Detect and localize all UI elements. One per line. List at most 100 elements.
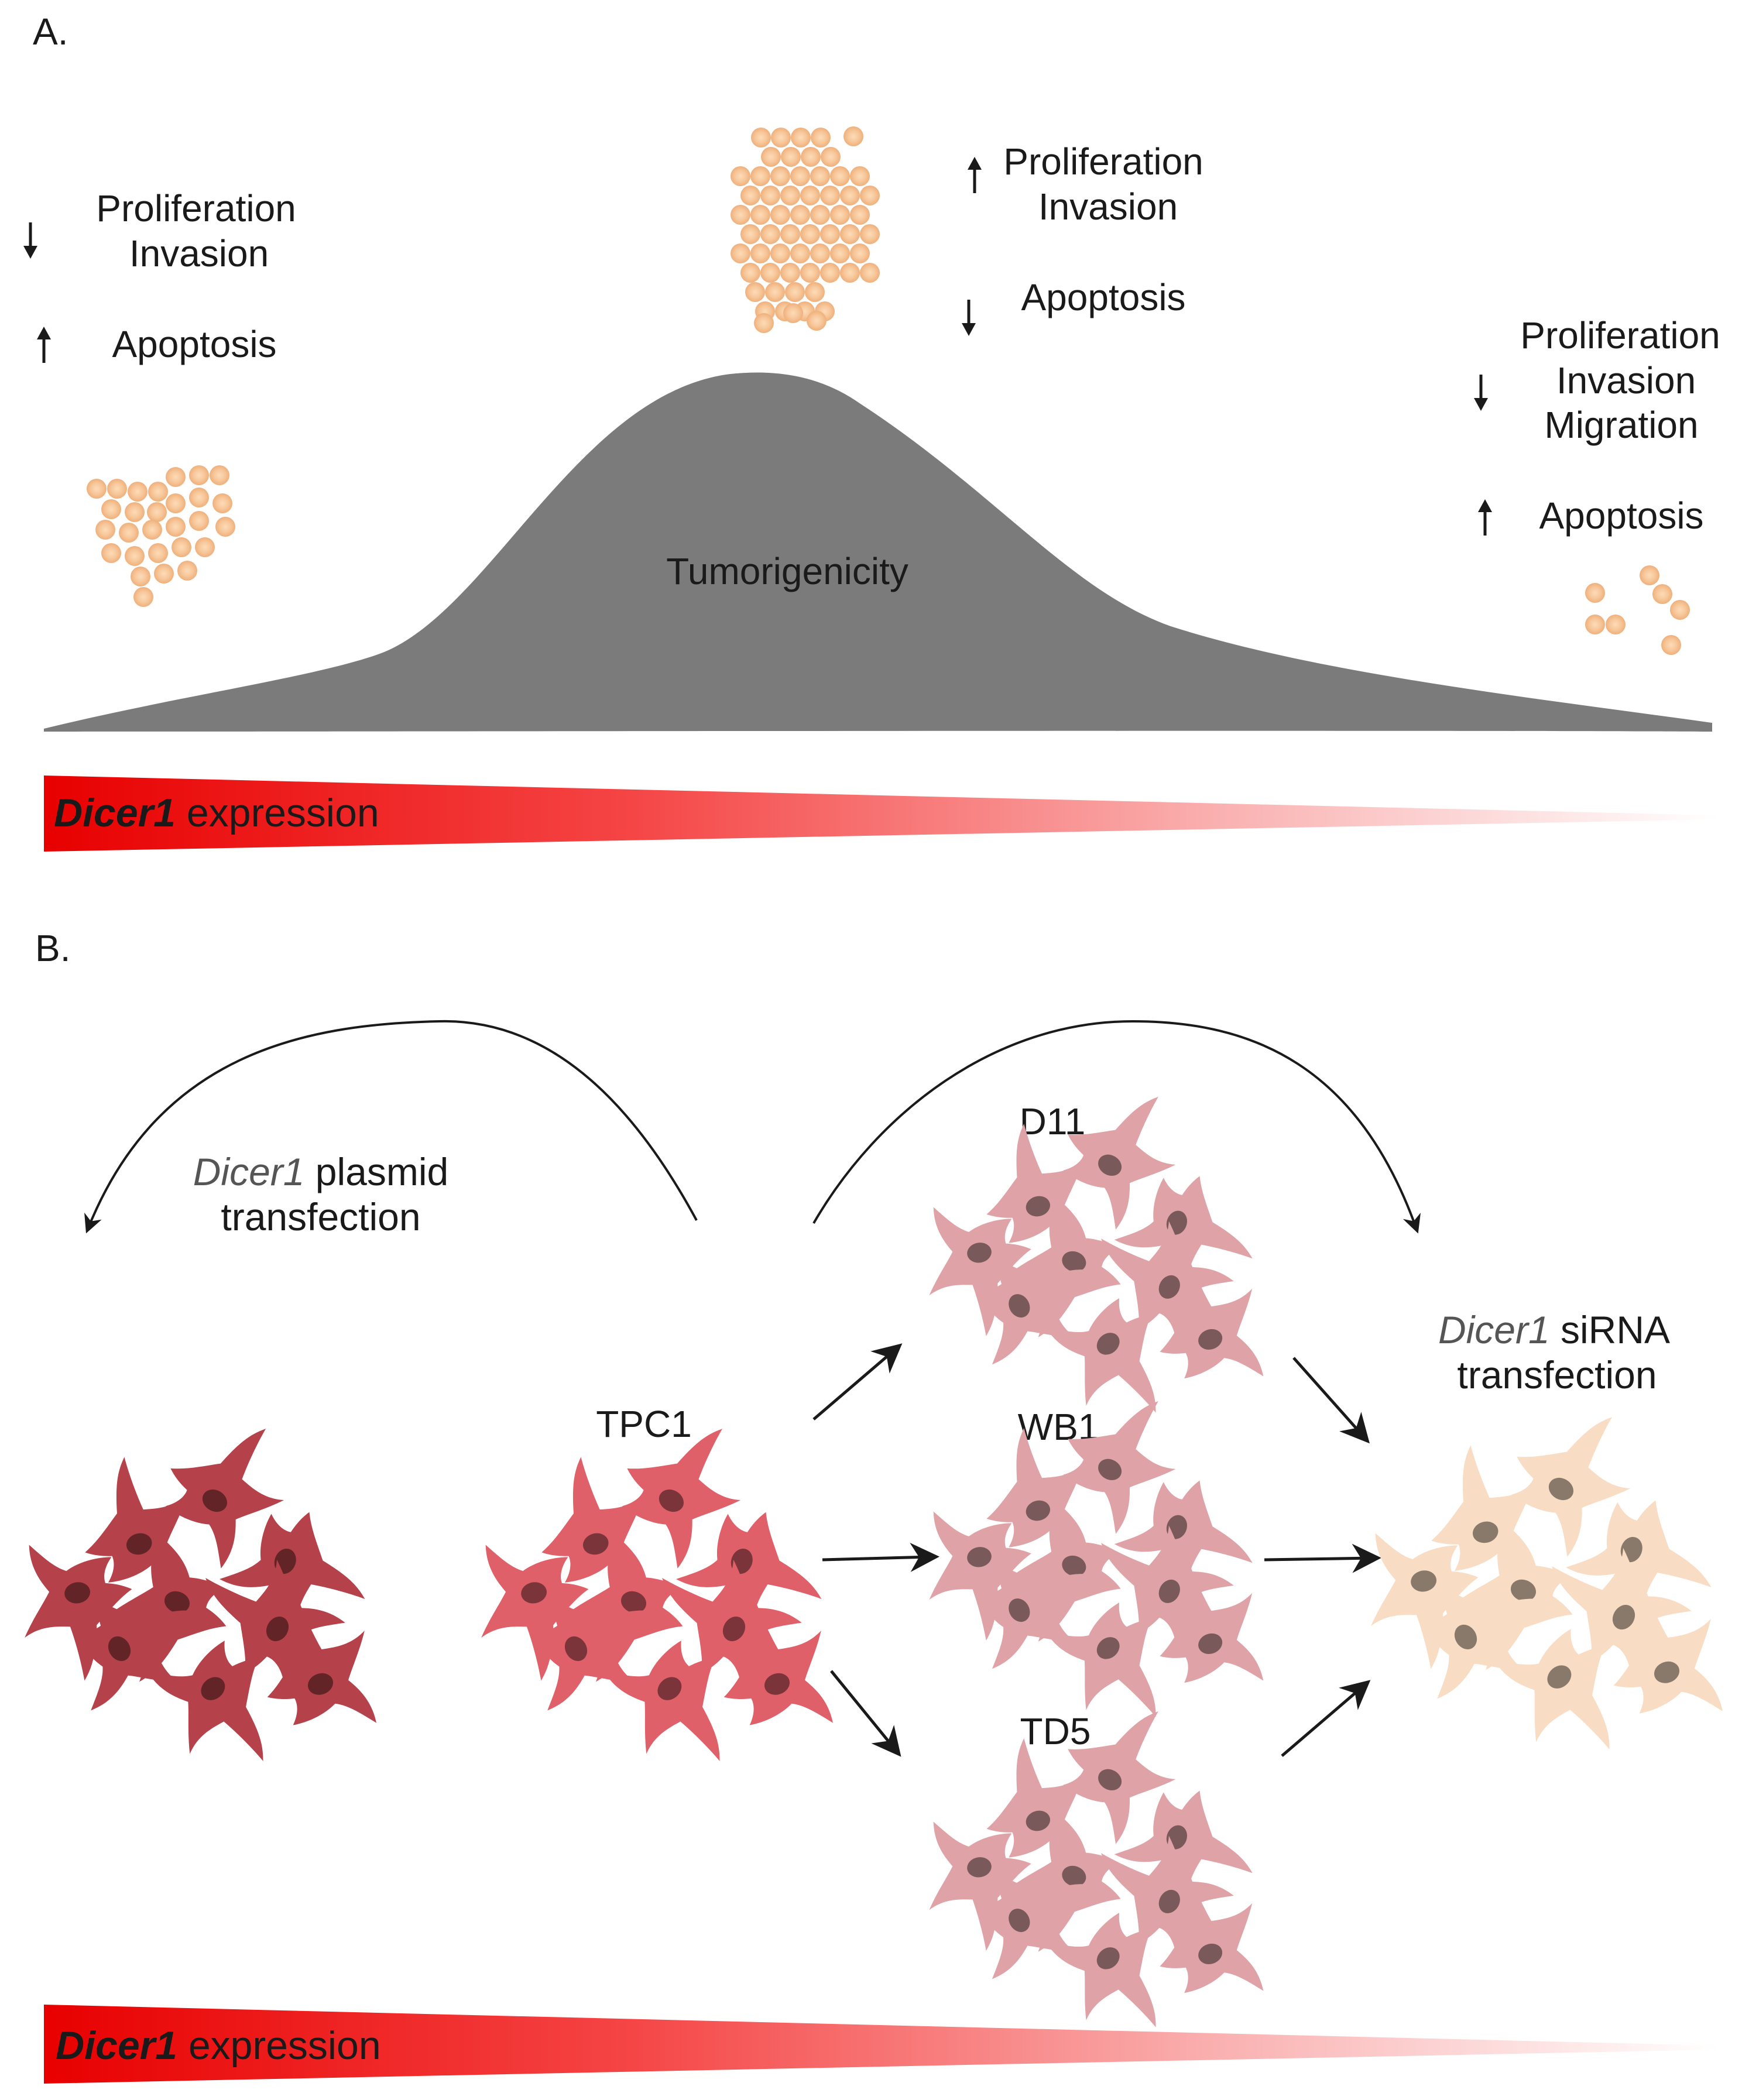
straight-arrow-icon xyxy=(1292,1357,1370,1444)
tumor-cell xyxy=(811,128,831,147)
tumor-cell xyxy=(215,517,235,537)
arrow-up-icon xyxy=(1478,499,1492,536)
tumor-cell xyxy=(133,587,153,607)
tumor-cell xyxy=(740,186,760,205)
tumor-cell xyxy=(740,263,760,283)
tumor-cell xyxy=(805,282,825,302)
tumor-cell xyxy=(800,186,820,205)
dicer1-expression-bar: Dicer1 expression xyxy=(44,776,1718,852)
tumor-cell xyxy=(781,147,801,167)
tumor-cell xyxy=(761,147,781,167)
sirna-suffix: siRNA xyxy=(1550,1308,1670,1351)
tumor-cell xyxy=(843,126,863,146)
tumor-cell xyxy=(166,493,186,513)
tumor-cell xyxy=(1661,635,1681,655)
arrow-down-icon xyxy=(1474,375,1488,411)
tumor-cell xyxy=(751,128,771,147)
tumor-cell xyxy=(830,205,850,225)
tumor-cell xyxy=(807,311,827,331)
cell-group-icon xyxy=(9,1397,396,1794)
tumor-cell xyxy=(210,465,229,485)
tumor-cell xyxy=(131,567,150,586)
tumor-cell xyxy=(142,520,162,540)
tumor-cell xyxy=(800,263,820,283)
tumor-cell xyxy=(790,243,810,263)
tumor-cell xyxy=(195,537,215,557)
tumor-cell xyxy=(119,523,139,543)
tumor-cell xyxy=(1606,615,1626,634)
right-effects-group: Proliferation Invasion Migration Apoptos… xyxy=(1474,314,1720,537)
tumor-cell xyxy=(810,166,830,186)
panel-a-label: A. xyxy=(33,11,68,53)
tumor-cell xyxy=(791,128,811,147)
tumor-cell xyxy=(166,467,186,487)
right-down-term-2: Invasion xyxy=(1556,359,1696,402)
tumor-cell xyxy=(780,224,800,244)
tumor-cell xyxy=(770,166,790,186)
tumor-cell xyxy=(212,493,232,513)
left-effects-group: Proliferation Invasion Apoptosis xyxy=(23,187,296,365)
tumor-cell xyxy=(101,499,121,519)
dicer1-expression-bar: Dicer1 expression xyxy=(44,2005,1718,2084)
tumor-cell xyxy=(760,186,780,205)
tumor-cell xyxy=(148,543,168,563)
plasmid-suffix: plasmid xyxy=(304,1150,448,1193)
tumor-cell xyxy=(1585,615,1605,634)
tumor-cell xyxy=(128,482,148,502)
tumor-cell xyxy=(177,561,197,581)
tumor-cell xyxy=(800,224,820,244)
gene-name: Dicer1 xyxy=(1438,1308,1550,1351)
tumor-cell xyxy=(87,479,107,499)
left-down-term-2: Invasion xyxy=(129,232,269,274)
arrow-up-icon xyxy=(968,157,982,193)
right-down-term-3: Migration xyxy=(1544,404,1698,446)
tumor-cell xyxy=(850,243,870,263)
straight-arrow-icon xyxy=(830,1670,901,1757)
tumor-cell xyxy=(147,502,167,522)
straight-arrow-icon xyxy=(812,1343,903,1420)
tumor-cell xyxy=(785,282,805,302)
tumor-cell xyxy=(189,511,209,531)
tumor-cell xyxy=(820,186,840,205)
tumor-cell xyxy=(860,263,880,283)
straight-arrow-icon xyxy=(822,1542,939,1572)
left-down-term-1: Proliferation xyxy=(96,187,296,229)
straight-arrow-icon xyxy=(1264,1543,1381,1573)
gene-name: Dicer1 xyxy=(56,2023,177,2068)
plasmid-transfection-line1: Dicer1 plasmid xyxy=(193,1150,448,1193)
arrow-up-icon xyxy=(37,327,51,363)
expression-suffix: expression xyxy=(177,2023,381,2068)
tumor-cell xyxy=(107,479,127,499)
cell-group-icon xyxy=(914,1067,1282,1444)
tumor-cell xyxy=(820,263,840,283)
panel-b-label: B. xyxy=(35,927,70,969)
right-up-term-1: Apoptosis xyxy=(1539,495,1703,537)
tumor-cell xyxy=(801,147,821,167)
sirna-transfection-line2: transfection xyxy=(1457,1353,1657,1396)
tumor-cell xyxy=(125,502,145,522)
tumor-cell xyxy=(750,243,770,263)
tumor-cell xyxy=(1640,565,1659,585)
tumor-cell xyxy=(760,263,780,283)
dicer1-expression-label: Dicer1 expression xyxy=(54,791,379,835)
tumor-cell xyxy=(125,546,145,566)
tumor-cell xyxy=(840,263,860,283)
tumor-cell xyxy=(740,224,760,244)
tumor-cell xyxy=(731,205,750,225)
center-effects-group: Proliferation Invasion Apoptosis xyxy=(962,140,1203,336)
tumorigenicity-label: Tumorigenicity xyxy=(666,550,908,592)
tumor-cell xyxy=(189,488,209,507)
tumor-cell xyxy=(810,243,830,263)
tumor-cell xyxy=(860,186,880,205)
tumor-cell xyxy=(780,186,800,205)
tumor-cell xyxy=(95,520,115,540)
cell-line-td5: TD5 xyxy=(1020,1710,1091,1752)
tumor-cell xyxy=(731,166,750,186)
gene-name: Dicer1 xyxy=(54,791,176,835)
left-up-term-1: Apoptosis xyxy=(112,323,276,365)
right-down-term-1: Proliferation xyxy=(1520,314,1720,356)
center-up-term-1: Proliferation xyxy=(1003,140,1203,183)
dicer1-expression-label: Dicer1 expression xyxy=(56,2023,381,2068)
tumor-cell xyxy=(770,243,790,263)
